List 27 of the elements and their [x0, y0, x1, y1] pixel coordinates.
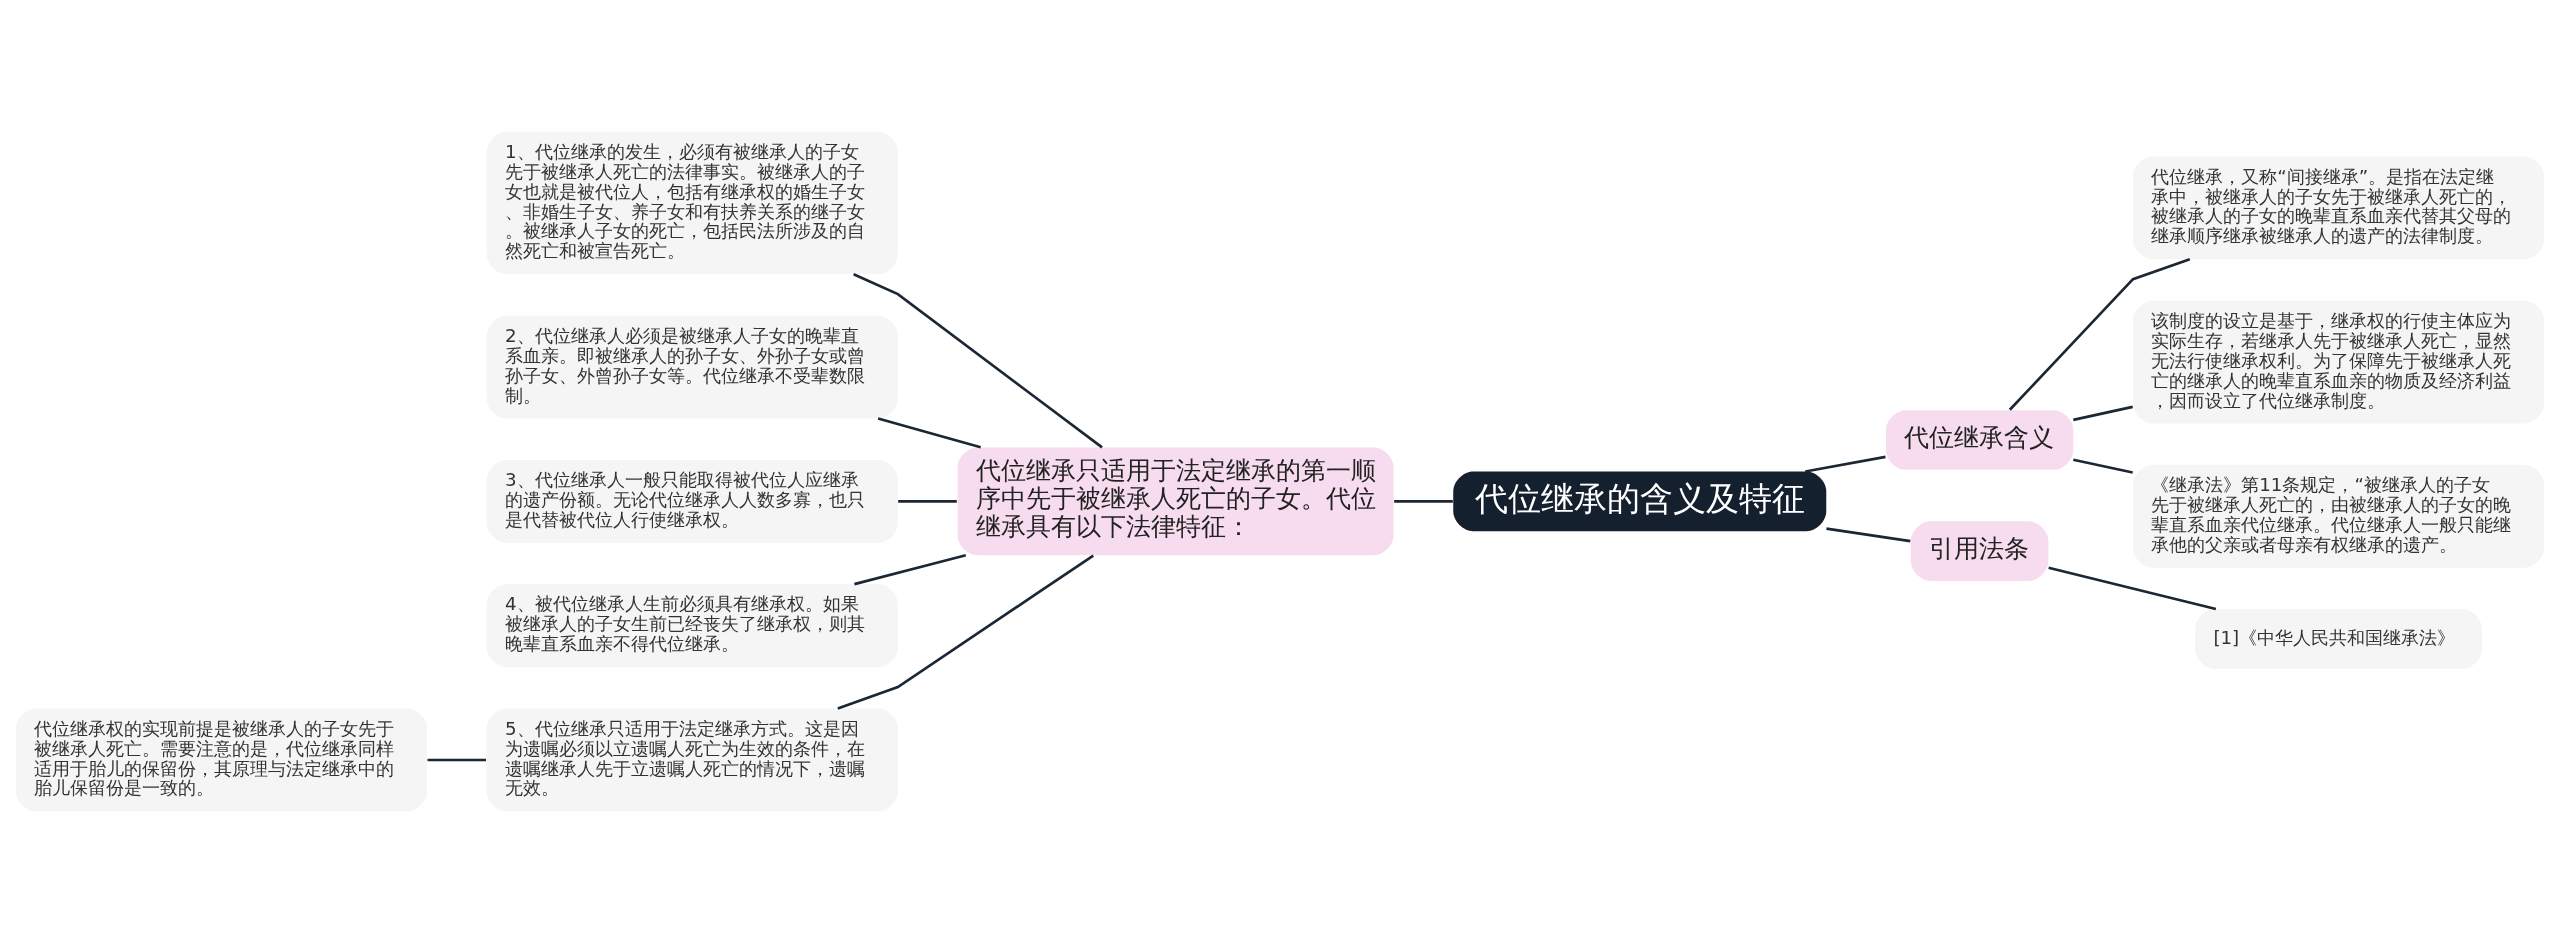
- connector: [2008, 258, 2191, 411]
- connector: [1394, 500, 1453, 503]
- connector: [2048, 566, 2217, 611]
- connector: [898, 500, 957, 503]
- connector: [837, 554, 1095, 710]
- node-box: 《继承法》第11条规定，“被继承人的子女先于被继承人死亡的，由被继承人的子女的晚辈直系血亲代位继承。代位继承人一般只能继承他的父亲或者母亲有权继承的遗产。: [2133, 464, 2545, 568]
- node-box: 代位继承权的实现前提是被继承人的子女先于被继承人死亡。需要注意的是，代位继承同样适用于胎儿的保留份，其原理与法定继承中的胎儿保留份是一致的。: [15, 708, 427, 812]
- node-box: 代位继承只适用于法定继承的第一顺序中先于被继承人死亡的子女。代位继承具有以下法律特征：: [957, 447, 1394, 556]
- node-box: 代位继承含义: [1885, 410, 2074, 470]
- connector: [877, 417, 981, 449]
- node-box: 代位继承，又称“间接继承”。是指在法定继承中，被继承人的子女先于被继承人死亡的，被继承人的子女的晚辈直系血亲代替其父母的继承顺序继承被继承人的遗产的法律制度。: [2133, 156, 2545, 260]
- connector: [2073, 405, 2133, 422]
- connector: [427, 758, 486, 762]
- node-box: 2、代位继承人必须是被继承人子女的晚辈直系血亲。即被继承人的孙子女、外孙子女或曾孙子女、外曾孙子女等。代位继承不受辈数限制。: [486, 315, 898, 419]
- connector: [854, 553, 967, 586]
- connector: [1805, 455, 1886, 473]
- node-box: 4、被代位继承人生前必须具有继承权。如果被继承人的子女生前已经丧失了继承权，则其晚辈直系血亲不得代位继承。: [486, 584, 898, 668]
- connector: [853, 273, 1103, 449]
- node-box: 引用法条: [1910, 521, 2049, 581]
- node-box: 5、代位继承只适用于法定继承方式。这是因为遗嘱必须以立遗嘱人死亡为生效的条件，在遗嘱继承人先于立遗嘱人死亡的情况下，遗嘱无效。: [486, 708, 898, 812]
- node-box: 该制度的设立是基于，继承权的行使主体应为实际生存，若继承人先于被继承人死亡，显然无法行使继承权利。为了保障先于被继承人死亡的继承人的晚辈直系血亲的物质及经济利益，因而设立了代位继承制度。: [2133, 300, 2545, 424]
- node-box: 代位继承的含义及特征: [1453, 471, 1827, 532]
- node-box: 1、代位继承的发生，必须有被继承人的子女先于被继承人死亡的法律事实。被继承人的子女也就是被代位人，包括有继承权的婚生子女、非婚生子女、养子女和有扶养关系的继子女。被继承人子女的死亡，包括民法所涉及的自然死亡和被宣告死亡。: [486, 131, 898, 275]
- node-box: 3、代位继承人一般只能取得被代位人应继承的遗产份额。无论代位继承人人数多寡，也只是代替被代位人行使继承权。: [486, 459, 898, 543]
- connector: [2073, 458, 2133, 474]
- node-box: [1]《中华人民共和国继承法》: [2195, 609, 2482, 669]
- connector: [1826, 527, 1911, 543]
